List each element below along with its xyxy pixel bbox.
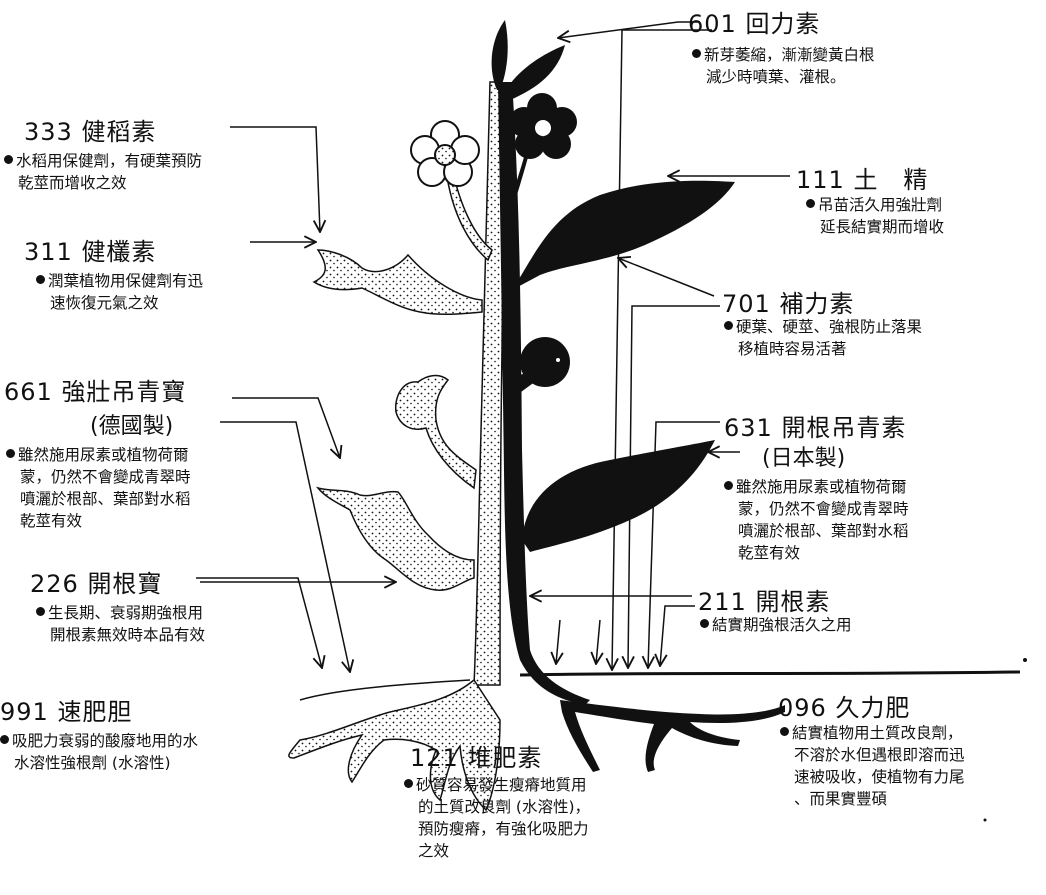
product-121-desc-line1: 砂質容易發生瘦瘠地質用 [416, 776, 587, 794]
product-226-desc: 生長期、衰弱期強根用 開根素無效時本品有效 [36, 602, 205, 646]
product-226-desc-line1: 生長期、衰弱期強根用 [48, 604, 204, 622]
product-991-desc: 吸肥力衰弱的酸廢地用的水 水溶性強根劑 (水溶性) [0, 730, 198, 774]
product-991-title: 991 速肥胆 [0, 698, 133, 726]
product-111-desc-line1: 吊苗活久用強壯劑 [818, 196, 943, 214]
bullet-icon [692, 49, 701, 58]
product-311-desc: 潤葉植物用保健劑有迅 速恢復元氣之效 [36, 270, 203, 314]
product-211-desc-line1: 結實期強根活久之用 [712, 616, 852, 634]
product-601-title: 601 回力素 [688, 10, 821, 38]
product-991-desc-line1: 吸肥力衰弱的酸廢地用的水 [12, 732, 199, 750]
product-333-desc-line2: 乾莖而增收之效 [18, 174, 127, 192]
product-096-desc-line3: 速被吸收，使植物有力尾 [794, 768, 965, 786]
product-111-desc-line2: 延長結實期而增收 [820, 218, 945, 236]
ground-line-left [299, 679, 471, 701]
product-096-desc-line4: 、而果實豐碩 [794, 790, 888, 808]
product-701-desc-line2: 移植時容易活著 [738, 340, 847, 358]
product-601-desc-line2: 減少時噴葉、灌根。 [706, 68, 846, 86]
bullet-icon [724, 481, 733, 490]
product-311-desc-line1: 潤葉植物用保健劑有迅 [48, 272, 204, 290]
bullet-icon [0, 735, 9, 744]
product-701-title: 701 補力素 [722, 290, 855, 318]
product-121-desc-line3: 預防瘦瘠，有強化吸肥力 [418, 820, 589, 838]
product-096-desc-line2: 不溶於水但遇根即溶而迅 [794, 746, 965, 764]
product-111-desc: 吊苗活久用強壯劑 延長結實期而增收 [806, 194, 944, 238]
product-111-title: 111 土 精 [796, 166, 929, 194]
bullet-icon [724, 321, 733, 330]
bullet-icon [700, 619, 709, 628]
plant-left-half [288, 81, 504, 812]
ground-line [519, 670, 1021, 677]
product-991-desc-line2: 水溶性強根劑 (水溶性) [14, 754, 171, 772]
bullet-icon [780, 727, 789, 736]
product-121-desc-line4: 之效 [418, 842, 450, 860]
product-631-desc-line3: 噴灑於根部、葉部對水稻 [738, 522, 909, 540]
product-121-desc: 砂質容易發生瘦瘠地質用 的土質改良劑 (水溶性)， 預防瘦瘠，有強化吸肥力 之效 [404, 774, 590, 862]
product-121-title: 121 堆肥素 [410, 744, 543, 772]
product-211-desc: 結實期強根活久之用 [700, 614, 852, 636]
product-333-title: 333 健稻素 [24, 118, 157, 146]
bullet-icon [36, 275, 45, 284]
product-631-title: 631 開根吊青素 [724, 414, 907, 442]
product-311-title: 311 健欉素 [24, 238, 157, 266]
product-631-desc-line2: 蒙，仍然不會變成青翠時 [738, 500, 909, 518]
bullet-icon [806, 199, 815, 208]
product-631-desc: 雖然施用尿素或植物荷爾 蒙，仍然不會變成青翠時 噴灑於根部、葉部對水稻 乾莖有效 [724, 476, 909, 564]
flower-right [506, 93, 577, 220]
bullet-icon [6, 449, 15, 458]
product-121-desc-line2: 的土質改良劑 (水溶性)， [418, 798, 591, 816]
product-661-desc-line2: 蒙，仍然不會變成青翠時 [20, 468, 191, 486]
bullet-icon [4, 155, 13, 164]
bullet-icon [36, 607, 45, 616]
product-226-desc-line2: 開根素無效時本品有效 [50, 626, 206, 644]
product-333-desc: 水稻用保健劑，有硬葉預防 乾莖而增收之效 [4, 150, 202, 194]
product-601: 601 回力素 [688, 4, 820, 39]
product-601-desc: 新芽萎縮，漸漸變黃白根 減少時噴葉、灌根。 [692, 44, 875, 88]
product-211-title: 211 開根素 [698, 588, 831, 616]
product-661-desc-line4: 乾莖有效 [20, 512, 83, 530]
product-333-desc-line1: 水稻用保健劑，有硬葉預防 [16, 152, 203, 170]
product-661-origin: (德國製) [90, 414, 174, 439]
product-226-title: 226 開根寶 [30, 570, 163, 598]
product-661-desc-line3: 噴灑於根部、葉部對水稻 [20, 490, 191, 508]
connector-lines [196, 21, 790, 672]
product-631-origin: (日本製) [762, 446, 846, 471]
product-601-desc-line1: 新芽萎縮，漸漸變黃白根 [704, 46, 875, 64]
product-096-desc: 結實植物用土質改良劑， 不溶於水但遇根即溶而迅 速被吸收，使植物有力尾 、而果實… [780, 722, 965, 810]
product-096-desc-line1: 結實植物用土質改良劑， [792, 724, 963, 742]
bullet-icon [404, 779, 413, 788]
product-701-desc-line1: 硬葉、硬莖、強根防止落果 [736, 318, 923, 336]
product-096-title: 096 久力肥 [778, 694, 911, 722]
product-661-desc-line1: 雖然施用尿素或植物荷爾 [18, 446, 189, 464]
product-701-desc: 硬葉、硬莖、強根防止落果 移植時容易活著 [724, 316, 922, 360]
flower-left [410, 120, 480, 187]
product-661-desc: 雖然施用尿素或植物荷爾 蒙，仍然不會變成青翠時 噴灑於根部、葉部對水稻 乾莖有效 [6, 444, 191, 532]
product-631-desc-line1: 雖然施用尿素或植物荷爾 [736, 478, 907, 496]
product-661-title: 661 強壯吊青寶 [4, 378, 187, 406]
product-311-desc-line2: 速恢復元氣之效 [50, 294, 159, 312]
plant-right-half [491, 20, 785, 772]
product-631-desc-line4: 乾莖有效 [738, 544, 801, 562]
